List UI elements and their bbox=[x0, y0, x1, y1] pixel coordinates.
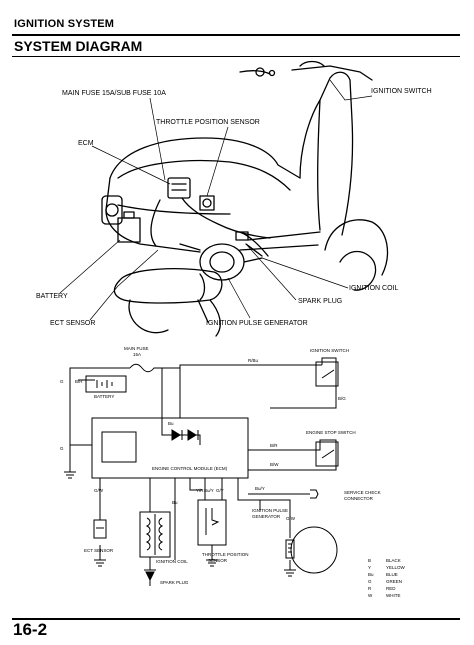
throttle-position-sensor-label: THROTTLE POSITION SENSOR bbox=[156, 119, 260, 126]
wire-g-1: G bbox=[60, 379, 64, 384]
legend-code-2: Bu bbox=[368, 572, 374, 577]
legend-color-2: BLUE bbox=[386, 572, 398, 577]
schematic-spark-plug-label: SPARK PLUG bbox=[160, 580, 189, 585]
ground-symbols bbox=[64, 471, 296, 577]
wire-yr: Y/R bbox=[196, 488, 204, 493]
wire-bw: B/W bbox=[270, 462, 279, 467]
wire-bu-coil: Bu bbox=[172, 500, 178, 505]
engine-stop-switch-symbol bbox=[315, 441, 339, 467]
footer-rule bbox=[12, 618, 460, 620]
pulse-generator-label-1: IGNITION PULSE bbox=[252, 508, 288, 513]
pulse-generator-label-2: GENERATOR bbox=[252, 514, 281, 519]
service-check-label-1: SERVICE CHECK bbox=[344, 490, 381, 495]
ignition-switch-label: IGNITION SWITCH bbox=[371, 88, 432, 95]
schematic-labels: MAIN FUSE 15A BATTERY IGNITION SWITCH EN… bbox=[84, 346, 381, 585]
pictorial-leader-lines bbox=[59, 79, 373, 321]
title-rule bbox=[12, 56, 460, 57]
legend-code-0: B bbox=[368, 558, 371, 563]
wire-by: Bu/Y bbox=[255, 486, 265, 491]
wire-bg: B/G bbox=[338, 396, 346, 401]
wire-br: B/R bbox=[270, 443, 278, 448]
schematic-ignition-coil-label: IGNITION COIL bbox=[156, 559, 188, 564]
schematic-battery-label: BATTERY bbox=[94, 394, 114, 399]
schematic-main-fuse-rating: 15A bbox=[133, 352, 141, 357]
tps-label-2: SENSOR bbox=[208, 558, 228, 563]
legend-color-4: RED bbox=[386, 586, 396, 591]
pictorial-labels: MAIN FUSE 15A/SUB FUSE 10A IGNITION SWIT… bbox=[36, 88, 432, 327]
schematic-ignition-switch-label: IGNITION SWITCH bbox=[310, 348, 349, 353]
fuse-symbol bbox=[129, 363, 160, 373]
schematic-ecm-label: ENGINE CONTROL MODULE (ECM) bbox=[152, 466, 228, 471]
service-check-label-2: CONNECTOR bbox=[344, 496, 374, 501]
section-header: IGNITION SYSTEM bbox=[14, 18, 115, 30]
schematic-wiring bbox=[69, 357, 337, 570]
schematic-engine-stop-switch-label: ENGINE STOP SWITCH bbox=[306, 430, 356, 435]
battery-symbol bbox=[85, 375, 127, 393]
wire-color-legend: B BLACK Y YELLOW Bu BLUE G GREEN R RED W… bbox=[368, 558, 406, 598]
legend-code-5: W bbox=[368, 593, 373, 598]
ecm-label: ECM bbox=[78, 140, 94, 147]
wire-gw: G/W bbox=[94, 488, 104, 493]
header-rule bbox=[12, 34, 460, 36]
main-fuse-label: MAIN FUSE 15A/SUB FUSE 10A bbox=[62, 90, 166, 97]
wire-bu-ecm: Bu bbox=[168, 421, 174, 426]
page-number: 16-2 bbox=[13, 620, 48, 639]
tps-label-1: THROTTLE POSITION bbox=[202, 552, 249, 557]
page-title: SYSTEM DIAGRAM bbox=[14, 38, 143, 54]
wire-g-2: G bbox=[60, 446, 64, 451]
legend-code-1: Y bbox=[368, 565, 371, 570]
schematic-components bbox=[85, 361, 339, 586]
wire-byt: Bu/Y bbox=[204, 488, 214, 493]
ect-sensor-label: ECT SENSOR bbox=[50, 320, 95, 327]
battery-label: BATTERY bbox=[36, 293, 68, 300]
scooter-illustration bbox=[101, 60, 389, 337]
legend-color-1: YELLOW bbox=[386, 565, 406, 570]
schematic-main-fuse-label: MAIN FUSE bbox=[124, 346, 149, 351]
wire-r-1: B/R bbox=[75, 379, 83, 384]
ignition-switch-symbol bbox=[315, 361, 339, 387]
legend-code-3: G bbox=[368, 579, 372, 584]
legend-color-3: GREEN bbox=[386, 579, 402, 584]
ignition-pulse-generator-label: IGNITION PULSE GENERATOR bbox=[206, 320, 308, 327]
schematic-ect-sensor-label: ECT SENSOR bbox=[84, 548, 114, 553]
spark-plug-label: SPARK PLUG bbox=[298, 298, 342, 305]
wire-color-tags: G B/R G R/Bu B/G B/R B/W Bu G/W Y/R Bu/Y… bbox=[60, 358, 346, 521]
legend-color-5: WHITE bbox=[386, 593, 401, 598]
wire-rbu: R/Bu bbox=[248, 358, 259, 363]
ignition-coil-label: IGNITION COIL bbox=[349, 285, 399, 292]
wire-gy: G/Y bbox=[216, 488, 224, 493]
legend-code-4: R bbox=[368, 586, 372, 591]
wire-gw-2: G/W bbox=[286, 516, 296, 521]
legend-color-0: BLACK bbox=[386, 558, 401, 563]
